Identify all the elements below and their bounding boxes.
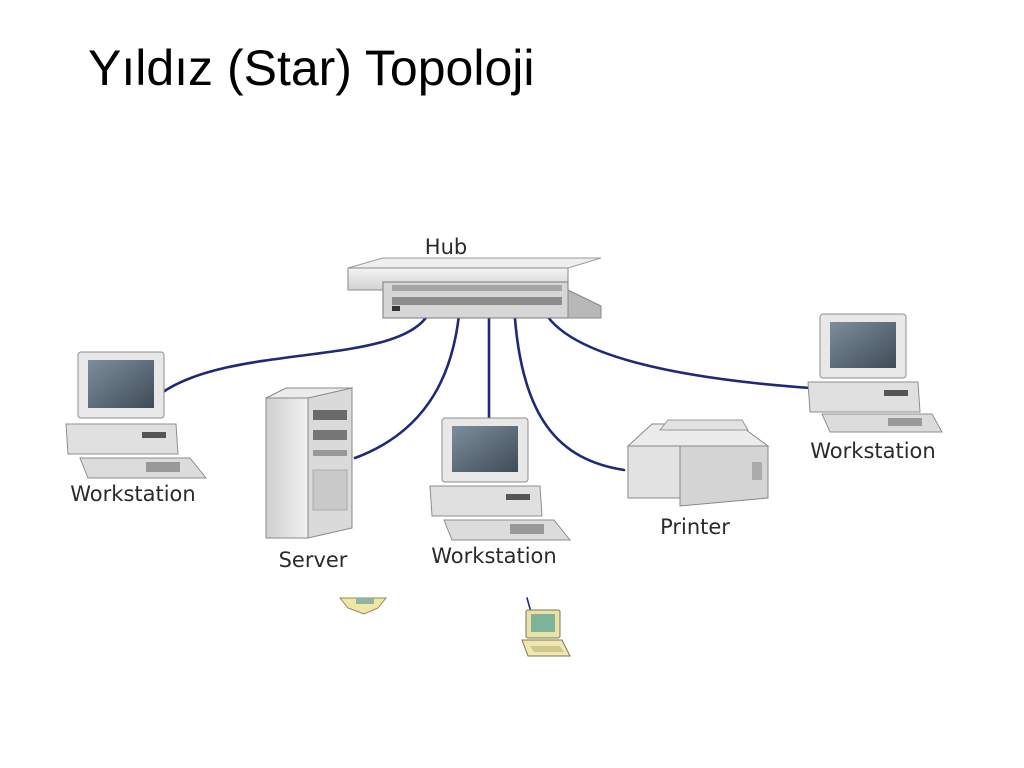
hub-label: Hub [425, 235, 467, 259]
workstation-right-label: Workstation [810, 439, 935, 463]
hub-device [347, 257, 602, 319]
workstation-center-label: Workstation [431, 544, 556, 568]
workstation-left-icon [65, 351, 208, 479]
workstation-right-icon [807, 313, 943, 433]
server-label: Server [279, 548, 348, 572]
cable-workstation-right [539, 302, 812, 390]
hub-ports [392, 285, 562, 305]
slide-title: Yıldız (Star) Topoloji [88, 40, 535, 96]
workstation-center-icon [429, 417, 572, 541]
cable-server [353, 302, 462, 460]
small-computer-fragment-icon [338, 597, 388, 615]
printer-icon [626, 419, 770, 507]
server-icon [265, 387, 354, 539]
cable-printer [512, 302, 626, 472]
printer-label: Printer [660, 515, 730, 539]
workstation-left-label: Workstation [70, 482, 195, 506]
small-computer-icon [521, 609, 571, 657]
cable-workstation-left [161, 300, 435, 394]
